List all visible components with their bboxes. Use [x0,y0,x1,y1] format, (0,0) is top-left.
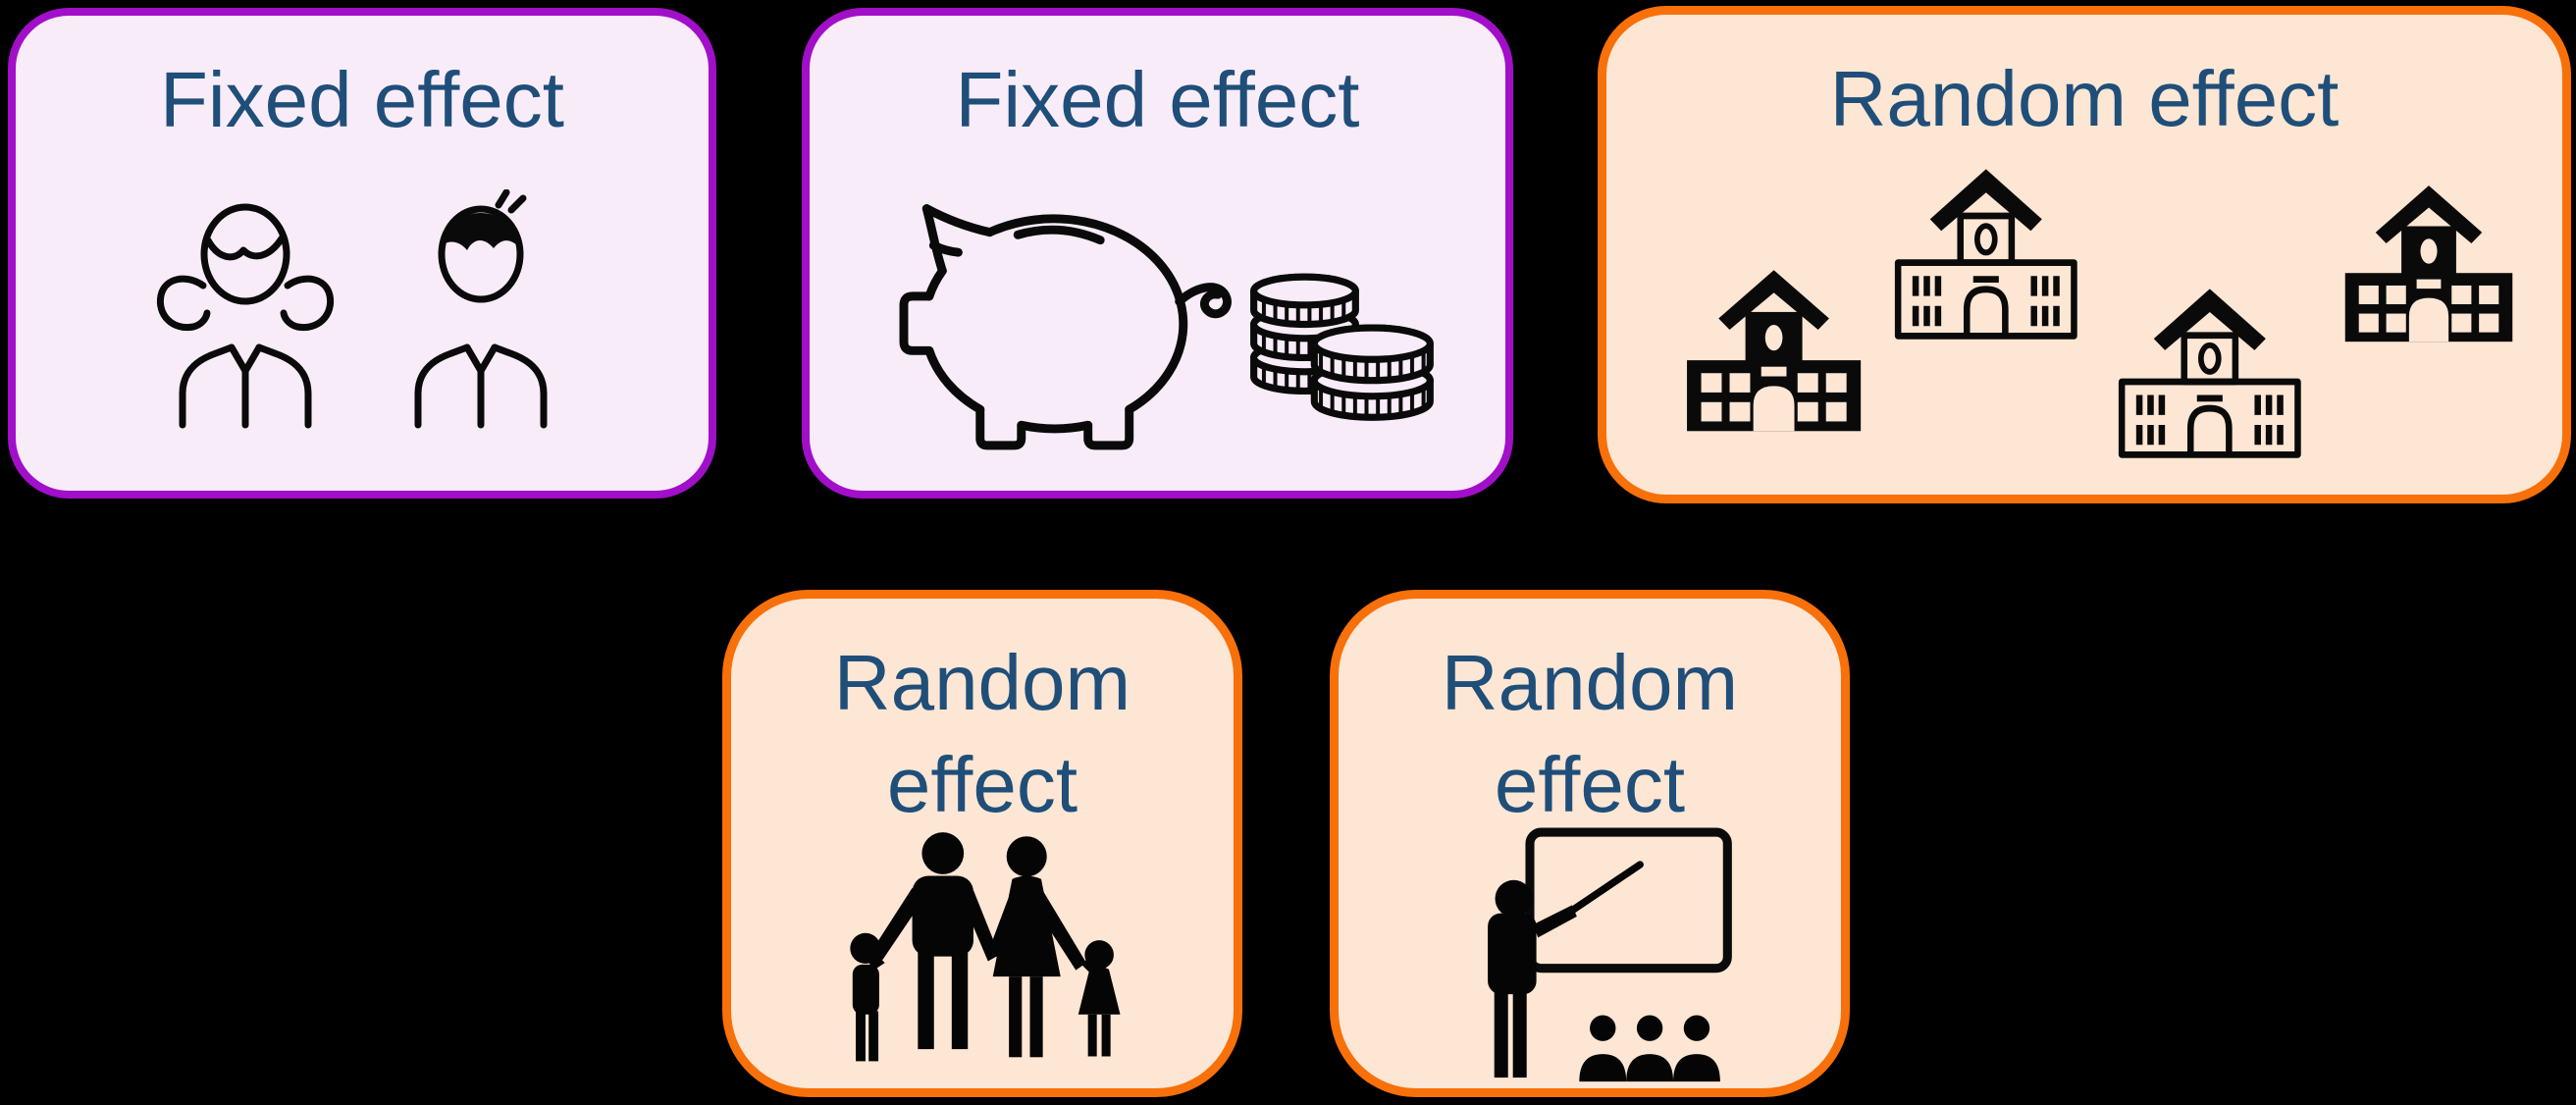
father-figure [867,832,1000,1050]
girl-and-boy-icon [137,189,584,435]
boy-icon [414,189,548,429]
pig-ear [921,204,995,276]
card-title: Random effect [833,639,1131,828]
coins-icon [1250,273,1434,421]
school-solid-icon [1687,270,1862,432]
card-random-effect-classroom: Random effect [1330,590,1850,1097]
pointer-stick [1566,861,1644,916]
child-girl-figure [1078,940,1121,1057]
teacher-figure [1488,879,1577,1079]
coin-slot [1013,225,1105,245]
card-random-effect-schools: Random effect [1598,6,2571,503]
whiteboard [1525,827,1732,973]
pig-tail [1175,283,1232,319]
girl-icon [156,203,335,429]
mother-figure [987,836,1086,1058]
card-fixed-effect-money: Fixed effect [802,8,1513,499]
card-title: Random effect [1441,639,1739,828]
students-icons [1579,1015,1720,1082]
child-boy-figure [850,932,885,1062]
card-fixed-effect-children: Fixed effect [8,8,716,499]
card-random-effect-family: Random effect [722,590,1242,1097]
card-title: Fixed effect [955,56,1360,143]
four-schools-icon [1606,15,2562,495]
card-title: Fixed effect [159,56,565,143]
card-title: Random effect [1829,55,2339,142]
family-icon [815,827,1154,1078]
teacher-and-class-icon [1433,822,1757,1083]
pig-leg [975,404,1026,450]
pig-snout [899,291,934,355]
school-outline-icon [1898,169,2074,336]
school-outline-icon [2122,289,2297,454]
school-solid-icon [2344,185,2513,342]
pig-leg [1083,404,1134,450]
boy-hair [444,213,520,250]
piggy-bank-icon [899,204,1232,450]
piggy-bank-and-coins-icon [870,196,1449,452]
